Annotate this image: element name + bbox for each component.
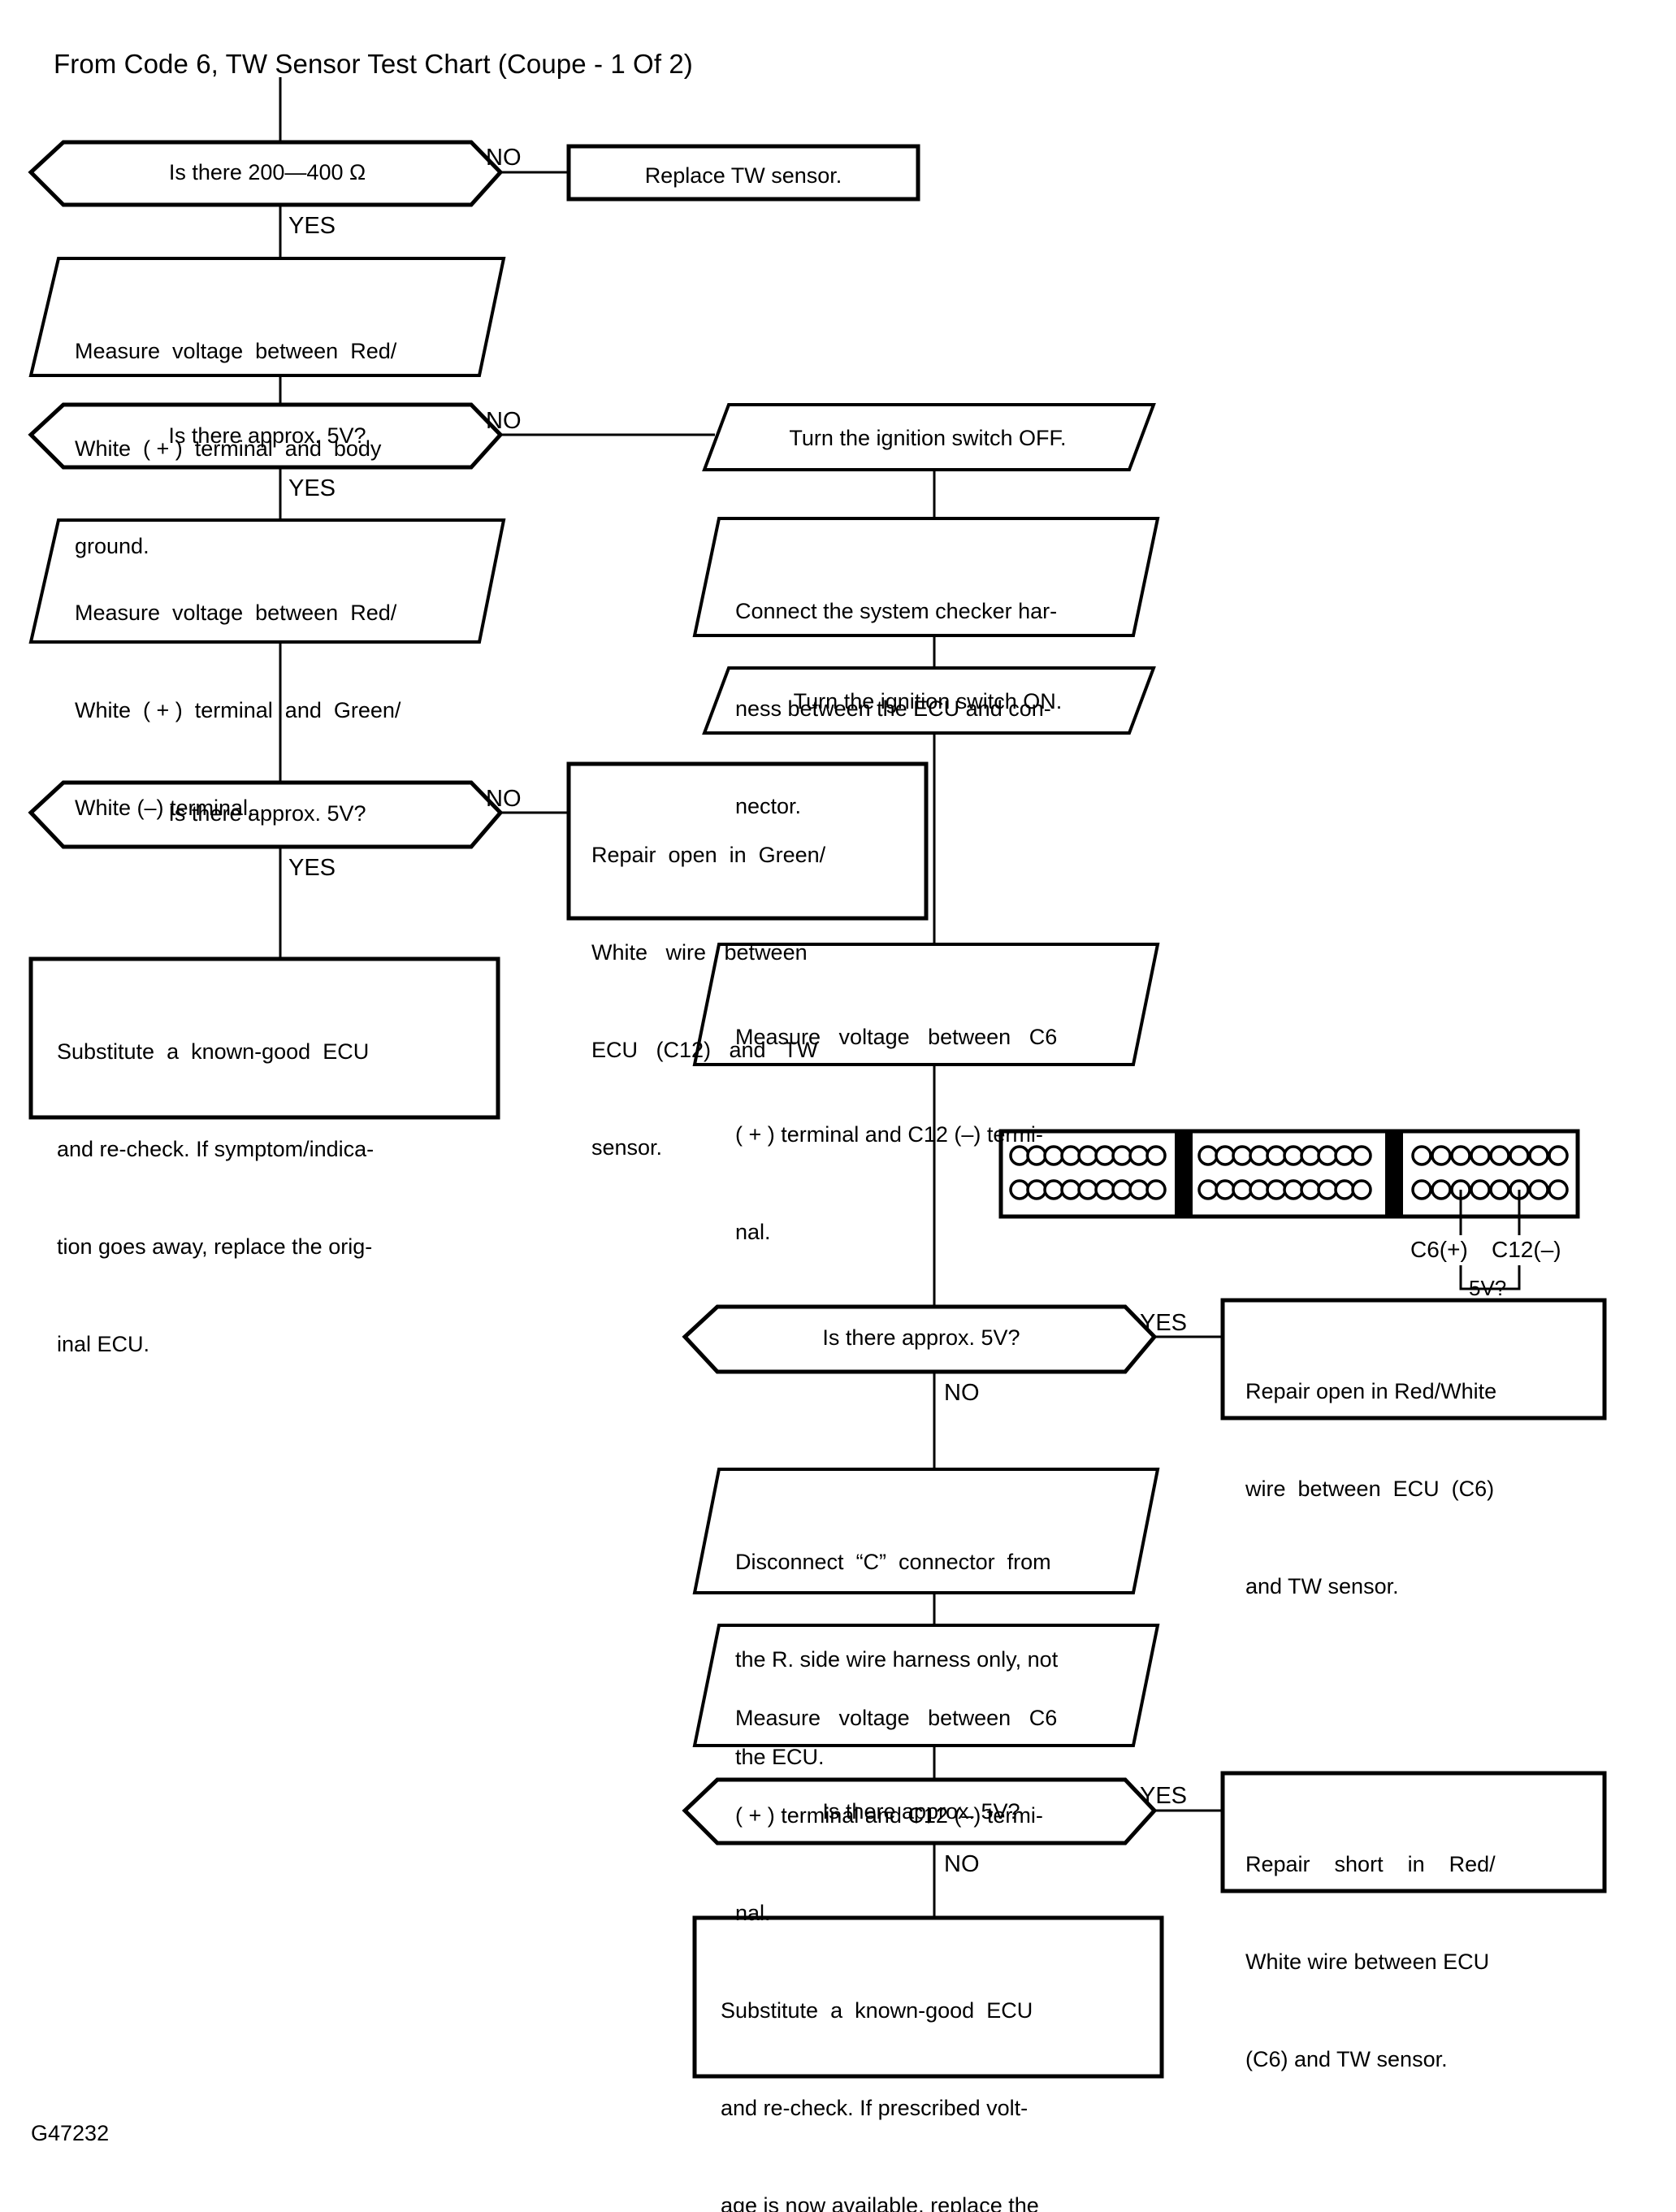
terminator-repair-open-greenwhite[interactable] xyxy=(566,761,929,921)
footer-code: G47232 xyxy=(31,2121,110,2145)
line: nal. xyxy=(735,1901,771,1925)
decision-5v-check-3-label: Is there approx. 5V? xyxy=(822,1325,1020,1350)
line: the R. side wire harness only, not xyxy=(735,1647,1059,1672)
line: nector. xyxy=(735,794,802,818)
line: Measure voltage between Red/ xyxy=(75,339,397,363)
process-measure-redwhite-body-ground[interactable] xyxy=(28,257,506,377)
process-measure-redwhite-greenwhite-label: Measure voltage between Red/ White ( + )… xyxy=(75,531,401,889)
line: White (–) terminal. xyxy=(75,796,254,820)
branch-label-no-d3: NO xyxy=(486,786,522,812)
decision-5v-check-1[interactable] xyxy=(28,402,504,470)
line: ground. xyxy=(75,534,149,558)
process-connect-checker-harness-label: Connect the system checker har- ness bet… xyxy=(735,530,1057,887)
branch-label-yes-d5: YES xyxy=(1140,1783,1188,1809)
terminator-repair-open-redwhite-label: Repair open in Red/White wire between EC… xyxy=(1245,1310,1496,1668)
line: Repair short in Red/ xyxy=(1245,1852,1496,1876)
decision-5v-check-2[interactable] xyxy=(28,780,504,849)
decision-5v-check-4[interactable] xyxy=(682,1777,1158,1846)
line: Repair open in Green/ xyxy=(591,843,826,867)
process-measure-redwhite-greenwhite[interactable] xyxy=(28,518,506,644)
process-ignition-off[interactable] xyxy=(702,403,1156,471)
connector-pin-diagram xyxy=(998,1129,1580,1290)
branch-label-yes-d3: YES xyxy=(288,855,336,881)
line: nal. xyxy=(735,1220,771,1244)
process-measure-c6-c12-2-label: Measure voltage between C6 ( + ) termina… xyxy=(735,1637,1057,1994)
line: and re-check. If prescribed volt- xyxy=(721,2096,1029,2120)
line: tion goes away, replace the orig- xyxy=(57,1234,373,1259)
pin-label-measurement: 5V? xyxy=(1469,1276,1507,1300)
branch-label-yes-d1: YES xyxy=(288,213,336,239)
line: and TW sensor. xyxy=(1245,1574,1399,1598)
terminator-repair-short-redwhite-label: Repair short in Red/ White wire between … xyxy=(1245,1783,1496,2140)
line: age is now available, replace the xyxy=(721,2193,1039,2212)
line: Measure voltage between C6 xyxy=(735,1706,1058,1730)
line: Measure voltage between C6 xyxy=(735,1025,1058,1049)
terminator-replace-tw-sensor[interactable] xyxy=(566,144,920,202)
pin-label-c12: C12(–) xyxy=(1492,1237,1561,1262)
line: ( + ) terminal and C12 (–) termi- xyxy=(735,1122,1043,1147)
branch-label-no-d1: NO xyxy=(486,145,522,171)
process-measure-redwhite-body-ground-label: Measure voltage between Red/ White ( + )… xyxy=(75,270,396,627)
pin-group-2 xyxy=(1197,1145,1372,1200)
line: Repair open in Red/White xyxy=(1245,1379,1497,1403)
page-title: From Code 6, TW Sensor Test Chart (Coupe… xyxy=(54,49,693,79)
decision-resistance-check-label: Is there 200—400 Ω xyxy=(168,160,366,184)
pin-group-3 xyxy=(1411,1145,1569,1200)
line: Substitute a known-good ECU xyxy=(721,1998,1033,2023)
process-measure-c6-c12-1-label: Measure voltage between C6 ( + ) termina… xyxy=(735,956,1057,1313)
line: White ( + ) terminal and Green/ xyxy=(75,698,401,722)
process-disconnect-c-connector-label: Disconnect “C” connector from the R. sid… xyxy=(735,1481,1058,1838)
terminator-substitute-ecu-symptom[interactable] xyxy=(28,956,500,1120)
branch-label-yes-d2: YES xyxy=(288,475,336,501)
decision-resistance-check[interactable] xyxy=(28,140,504,207)
terminator-replace-tw-sensor-label: Replace TW sensor. xyxy=(644,163,842,188)
process-ignition-on-label: Turn the ignition switch ON. xyxy=(793,689,1063,713)
process-measure-c6-c12-2[interactable] xyxy=(692,1624,1160,1747)
process-measure-c6-c12-1[interactable] xyxy=(692,943,1160,1066)
process-connect-checker-harness[interactable] xyxy=(692,517,1160,637)
line: ( + ) terminal and C12 (–) termi- xyxy=(735,1803,1043,1828)
line: Disconnect “C” connector from xyxy=(735,1550,1051,1574)
branch-label-yes-d4: YES xyxy=(1140,1310,1188,1336)
terminator-substitute-ecu-voltage[interactable] xyxy=(692,1915,1164,2079)
branch-label-no-d4: NO xyxy=(944,1380,980,1406)
decision-5v-check-3[interactable] xyxy=(682,1304,1158,1374)
terminator-repair-open-redwhite[interactable] xyxy=(1220,1298,1607,1420)
process-ignition-on[interactable] xyxy=(702,666,1156,735)
terminator-repair-open-greenwhite-label: Repair open in Green/ White wire between… xyxy=(591,774,825,1229)
line: sensor. xyxy=(591,1135,663,1160)
process-disconnect-c-connector[interactable] xyxy=(692,1468,1160,1594)
line: wire between ECU (C6) xyxy=(1245,1477,1495,1501)
decision-5v-check-2-label: Is there approx. 5V? xyxy=(168,801,366,826)
line: inal ECU. xyxy=(57,1332,150,1356)
line: Substitute a known-good ECU xyxy=(57,1039,370,1064)
pin-group-1 xyxy=(1009,1145,1167,1200)
line: ECU (C12) and TW xyxy=(591,1038,818,1062)
line: ness between the ECU and con- xyxy=(735,696,1051,721)
line: White wire between xyxy=(591,940,808,965)
terminator-repair-short-redwhite[interactable] xyxy=(1220,1771,1607,1893)
line: Connect the system checker har- xyxy=(735,599,1058,623)
line: and re-check. If symptom/indica- xyxy=(57,1137,375,1161)
terminator-substitute-ecu-voltage-label: Substitute a known-good ECU and re-check… xyxy=(721,1929,1039,2212)
line: White ( + ) terminal and body xyxy=(75,436,382,461)
pin-label-c6: C6(+) xyxy=(1410,1237,1468,1262)
decision-5v-check-1-label: Is there approx. 5V? xyxy=(168,423,366,448)
line: Measure voltage between Red/ xyxy=(75,601,397,625)
line: (C6) and TW sensor. xyxy=(1245,2047,1448,2071)
process-ignition-off-label: Turn the ignition switch OFF. xyxy=(789,426,1067,450)
connector-lines xyxy=(279,77,1223,1918)
branch-label-no-d2: NO xyxy=(486,408,522,434)
terminator-substitute-ecu-symptom-label: Substitute a known-good ECU and re-check… xyxy=(57,970,374,1425)
line: White wire between ECU xyxy=(1245,1950,1490,1974)
line: the ECU. xyxy=(735,1745,825,1769)
decision-5v-check-4-label: Is there approx. 5V? xyxy=(822,1799,1020,1824)
branch-label-no-d5: NO xyxy=(944,1851,980,1877)
